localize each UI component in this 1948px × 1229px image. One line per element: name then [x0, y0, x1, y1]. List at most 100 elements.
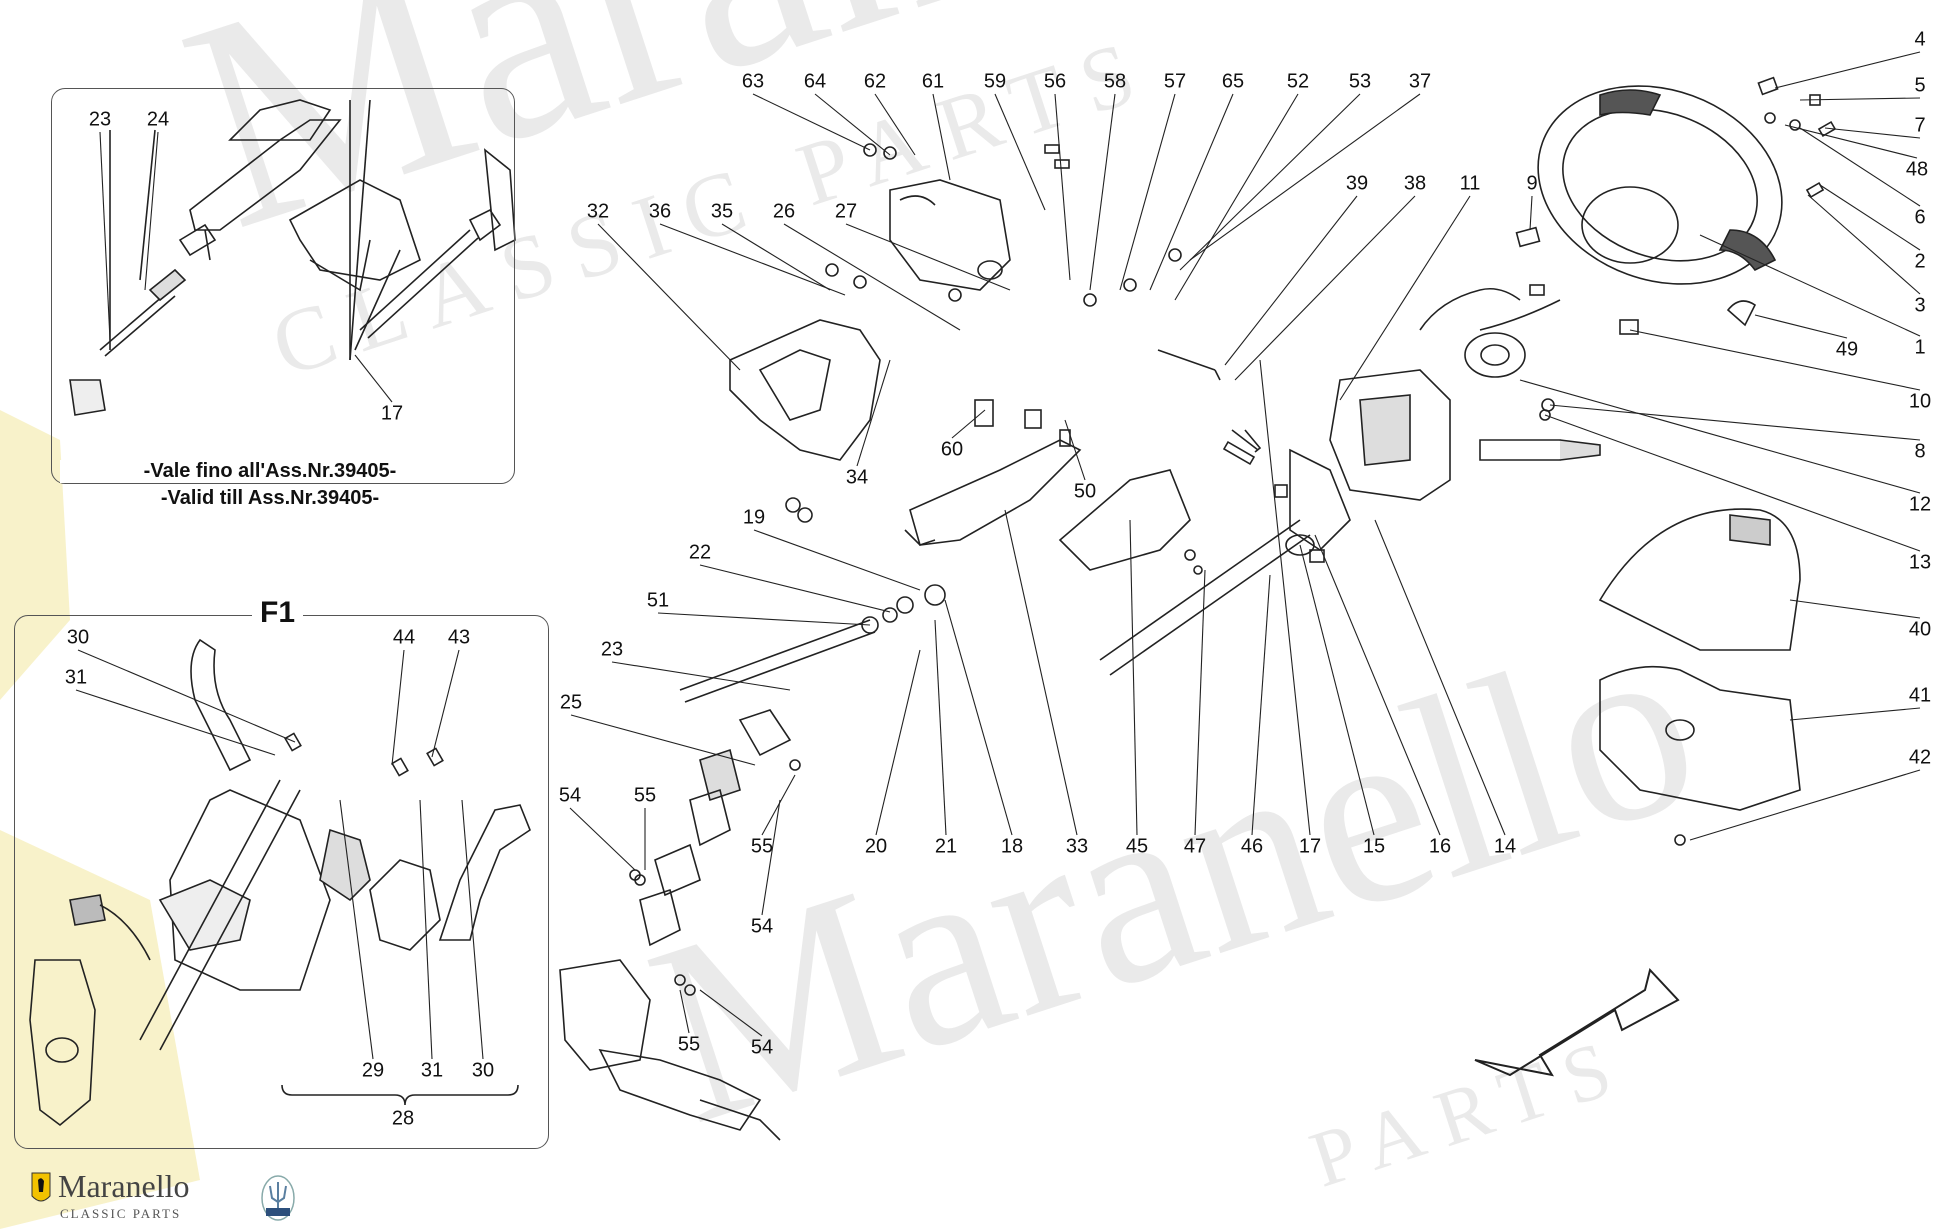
callout-65: 65 [1221, 70, 1245, 93]
callout-36: 36 [648, 200, 672, 223]
callout-26: 26 [772, 200, 796, 223]
callout-64: 64 [803, 70, 827, 93]
inset-f1-drawing [29, 638, 531, 1127]
callout-51: 51 [646, 589, 670, 612]
leader-line-11 [1339, 195, 1471, 401]
callout-14: 14 [1493, 835, 1517, 858]
callout-58: 58 [1103, 70, 1127, 93]
callout-57: 57 [1163, 70, 1187, 93]
callout-41: 41 [1908, 684, 1932, 707]
leader-line-51 [657, 612, 871, 626]
callout-37: 37 [1408, 70, 1432, 93]
leader-line-56 [1054, 93, 1071, 281]
leader-line-54 [569, 807, 636, 871]
leader-line-14 [1374, 519, 1506, 836]
callout-55: 55 [633, 784, 657, 807]
callout-5: 5 [1914, 74, 1926, 97]
callout-28: 28 [391, 1107, 415, 1130]
leader-line-60 [951, 409, 986, 439]
leader-line-27 [845, 223, 1011, 291]
callout-22: 22 [688, 541, 712, 564]
leader-line-17 [354, 354, 393, 403]
leader-line-18 [944, 599, 1013, 836]
leader-line-39 [1224, 195, 1358, 366]
leader-line-31 [75, 689, 276, 756]
leader-line-65 [1149, 93, 1234, 291]
leader-line-21 [934, 619, 947, 836]
callout-54: 54 [558, 784, 582, 807]
callout-31: 31 [420, 1059, 444, 1082]
callout-4: 4 [1914, 28, 1926, 51]
leader-line-32 [597, 223, 741, 371]
callout-49: 49 [1835, 338, 1859, 361]
callout-59: 59 [983, 70, 1007, 93]
leader-line-2 [1819, 184, 1921, 251]
callout-46: 46 [1240, 835, 1264, 858]
main-assembly-drawing [560, 53, 1837, 1141]
callout-29: 29 [361, 1059, 385, 1082]
leader-line-6 [1799, 127, 1921, 207]
callout-48: 48 [1905, 158, 1929, 181]
leader-line-23 [611, 661, 791, 691]
callout-10: 10 [1908, 390, 1932, 413]
leader-line-26 [783, 223, 961, 331]
leader-lines [75, 51, 1921, 1060]
callout-3: 3 [1914, 294, 1926, 317]
leader-line-10 [1629, 329, 1921, 391]
leader-line-53 [1179, 93, 1361, 271]
leader-line-55 [679, 989, 690, 1034]
callout-17: 17 [1298, 835, 1322, 858]
leader-line-34 [856, 359, 891, 467]
callout-23: 23 [88, 108, 112, 131]
inset-f1-version [14, 615, 549, 1149]
leader-line-64 [814, 93, 891, 156]
leader-line-17 [1259, 359, 1311, 836]
leader-line-50 [1064, 419, 1086, 481]
leader-line-57 [1119, 93, 1176, 291]
leader-line-45 [1129, 519, 1138, 836]
leader-line-44 [391, 649, 405, 766]
callout-39: 39 [1345, 172, 1369, 195]
callout-23: 23 [600, 638, 624, 661]
callout-2: 2 [1914, 250, 1926, 273]
leader-line-31 [419, 799, 433, 1060]
leader-line-38 [1234, 195, 1416, 381]
maserati-trident-icon [261, 1175, 295, 1221]
leader-line-54 [699, 989, 763, 1037]
callout-35: 35 [710, 200, 734, 223]
leader-line-12 [1519, 379, 1921, 494]
leader-line-30 [461, 799, 484, 1060]
leader-line-13 [1544, 414, 1921, 552]
leader-line-35 [721, 223, 831, 291]
leader-line-49 [1754, 314, 1848, 339]
callout-47: 47 [1183, 835, 1207, 858]
leader-line-4 [1774, 51, 1921, 89]
leader-line-33 [1004, 509, 1078, 836]
callout-27: 27 [834, 200, 858, 223]
leader-line-61 [932, 93, 951, 181]
callout-31: 31 [64, 666, 88, 689]
callout-15: 15 [1362, 835, 1386, 858]
leader-line-47 [1194, 569, 1206, 836]
leader-line-16 [1314, 534, 1441, 836]
leader-line-41 [1789, 707, 1921, 721]
callout-56: 56 [1043, 70, 1067, 93]
callout-33: 33 [1065, 835, 1089, 858]
leader-line-5 [1799, 97, 1921, 101]
leader-line-3 [1807, 194, 1921, 295]
callout-8: 8 [1914, 440, 1926, 463]
inset-early-version [51, 88, 515, 484]
brand-sub: CLASSIC PARTS [60, 1206, 182, 1221]
callout-55: 55 [677, 1033, 701, 1056]
callout-30: 30 [471, 1059, 495, 1082]
leader-line-25 [570, 714, 756, 766]
callout-62: 62 [863, 70, 887, 93]
inset-f1-label: F1 [252, 596, 304, 630]
callout-12: 12 [1908, 493, 1932, 516]
callout-50: 50 [1073, 480, 1097, 503]
callout-55: 55 [750, 835, 774, 858]
leader-line-52 [1174, 93, 1299, 301]
leader-line-54 [761, 799, 781, 916]
leader-line-30 [77, 649, 296, 743]
